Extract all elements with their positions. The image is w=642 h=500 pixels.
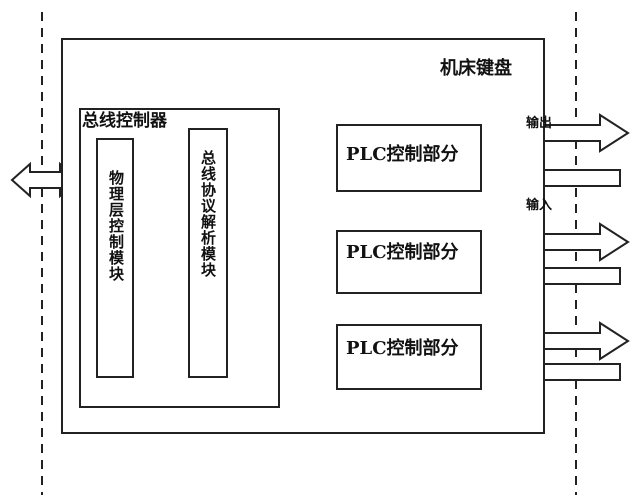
- physical-layer-module-label: 物理层控制模块: [107, 170, 125, 282]
- protocol-parsing-module: [188, 128, 228, 378]
- protocol-parsing-module-label: 总线协议解析模块: [199, 150, 217, 278]
- bus-controller-title: 总线控制器: [82, 111, 167, 131]
- plc-unit-label: PLC控制部分: [346, 338, 459, 359]
- plc-unit: [336, 230, 482, 294]
- input-label: 输入: [526, 198, 553, 213]
- machine-keyboard-title: 机床键盘: [440, 58, 512, 79]
- plc-unit-label: PLC控制部分: [346, 242, 459, 263]
- plc-unit-label: PLC控制部分: [346, 144, 459, 165]
- output-label: 输出: [526, 116, 553, 131]
- plc-unit: [336, 324, 482, 390]
- plc-unit: [336, 124, 482, 192]
- physical-layer-module: [96, 138, 134, 378]
